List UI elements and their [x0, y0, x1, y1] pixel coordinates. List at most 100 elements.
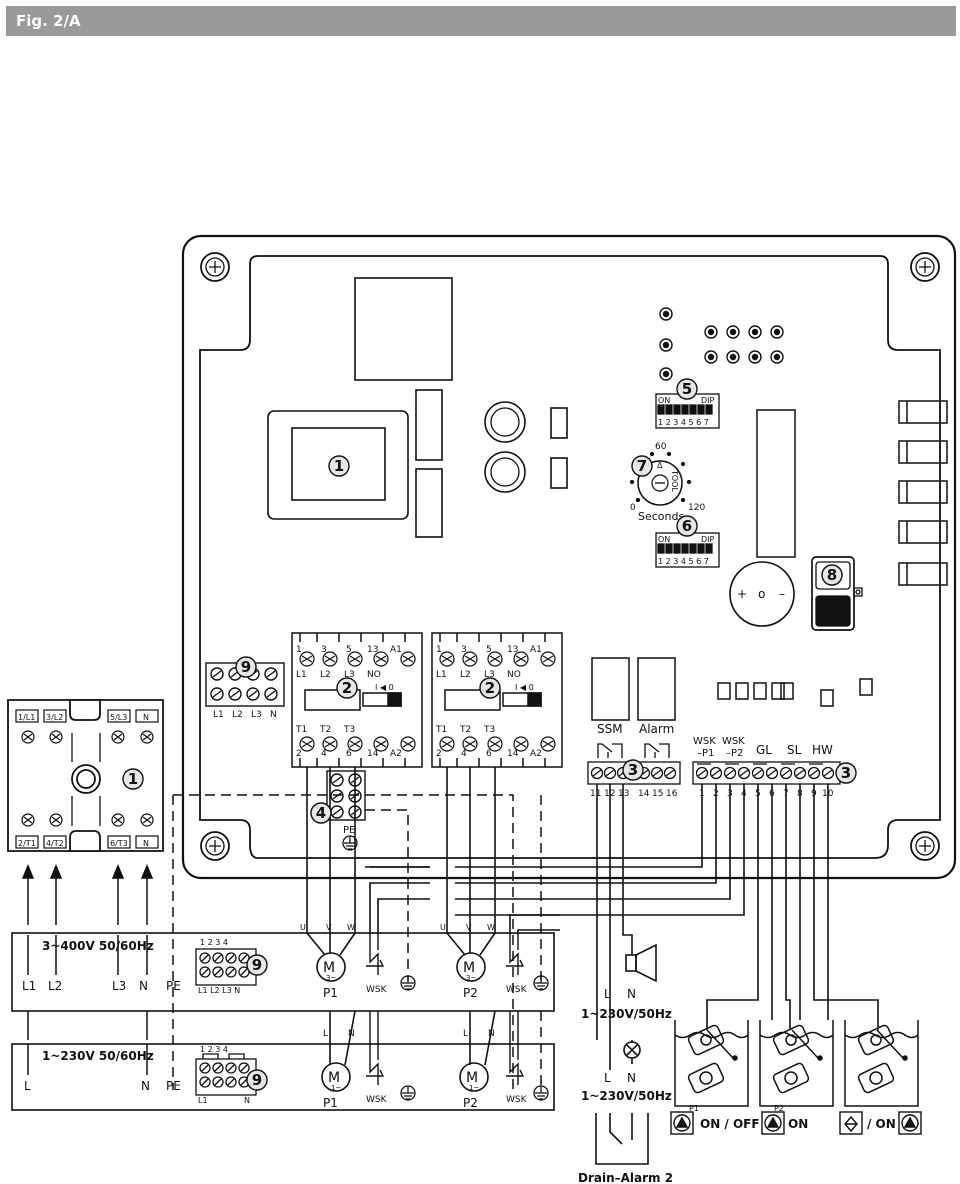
relay-num-14: 14	[638, 789, 650, 799]
cable-bundle	[365, 784, 745, 1040]
wsk-p1-1ph-symbol	[366, 1011, 385, 1085]
p2-3ph-phase: 3~	[466, 974, 476, 982]
p2-u: U	[440, 923, 446, 932]
screw-bottom-left	[200, 831, 230, 861]
supply-1ph-pe: PE	[166, 1079, 181, 1093]
pump-icon-both	[898, 1111, 922, 1135]
dip1-numbers: 1 2 3 4 5 6 7	[658, 418, 709, 427]
c1-lbl-l2: L2	[320, 670, 331, 680]
callout-2b-text: 2	[485, 679, 495, 697]
callout-1b-text: 1	[128, 770, 138, 788]
wsk-p1-label-a: WSK	[693, 736, 716, 747]
c2-switch: I ◀ 0	[515, 683, 534, 692]
ms-bot-6t3: 6/T3	[110, 839, 128, 848]
supply-1ph-n: N	[141, 1079, 150, 1093]
callout-2-text: 2	[342, 679, 352, 697]
c2-lbl-no: NO	[507, 670, 521, 680]
callout-9-mains	[235, 656, 257, 678]
p2-1ph-l: L	[463, 1029, 468, 1039]
c1-bot-14: 14	[367, 749, 379, 759]
pe-label: PE	[343, 825, 355, 836]
reset-switch[interactable]	[811, 556, 863, 631]
wsk-p1-3ph-label: WSK	[366, 985, 388, 995]
callout-6-text: 6	[682, 517, 692, 535]
dip-switch-1[interactable]	[655, 393, 720, 429]
mains-lbl-n: N	[270, 710, 277, 720]
knob-bottom	[484, 451, 526, 493]
p2-v: V	[466, 923, 472, 932]
c1-bot-a2: A2	[390, 749, 402, 759]
callout-9-3ph	[246, 954, 268, 976]
dip2-numbers: 1 2 3 4 5 6 7	[658, 557, 709, 566]
p2-3ph-m: M	[463, 960, 475, 976]
c1-top-13: 13	[367, 645, 378, 655]
dip1-dip-label: DIP	[701, 396, 715, 405]
wsk-p2-3ph-symbol	[506, 933, 525, 975]
dip1-on-label: ON	[658, 396, 670, 405]
tb3ph-labels: L1 L2 L3 N	[198, 986, 240, 995]
c1-lbl-no: NO	[367, 670, 381, 680]
c2-top-1: 1	[436, 645, 442, 655]
supply-3ph-l1: L1	[22, 979, 36, 993]
motor-wires-p1	[306, 767, 356, 933]
wsk-p2-1ph-symbol	[506, 1011, 525, 1085]
motor-wires-p2	[446, 767, 496, 933]
c1-bot-6: 6	[346, 749, 352, 759]
float-tank-3	[844, 1020, 919, 1107]
lamp-icon	[623, 1040, 641, 1064]
ms-top-3l2: 3/L2	[46, 713, 63, 722]
p1-1ph-label: P1	[323, 1096, 338, 1110]
c2-lbl-l2: L2	[460, 670, 471, 680]
wsk-p2-1ph-label: WSK	[506, 1095, 528, 1105]
p1-3ph-m: M	[323, 960, 335, 976]
callout-5-text: 5	[682, 380, 692, 398]
legend-p1: P1	[689, 1104, 699, 1113]
p1-3ph-label: P1	[323, 986, 338, 1000]
ms-top-1l1: 1/L1	[18, 713, 35, 722]
alarm-contact-symbol	[644, 743, 670, 758]
input-terminal-block	[692, 761, 841, 785]
p2-1ph-phase: 1~	[469, 1084, 479, 1092]
callout-7-text: 7	[637, 457, 647, 475]
c1-lbl-t1: T1	[295, 725, 307, 735]
alarm-out-n: N	[627, 987, 636, 1001]
screw-bottom-right	[910, 831, 940, 861]
fuse-top	[415, 389, 443, 461]
c2-lbl-l1: L1	[436, 670, 447, 680]
c1-top-3: 3	[321, 645, 327, 655]
wsk-p1-3ph-symbol	[366, 933, 385, 975]
float-wires	[706, 784, 879, 1030]
c2-bot-14: 14	[507, 749, 519, 759]
led-column	[659, 307, 673, 381]
supply-1ph-title: 1~230V 50/60Hz	[42, 1049, 154, 1063]
ms-bot-4t2: 4/T2	[46, 839, 64, 848]
relay-slot-top	[550, 407, 568, 439]
callout-3-text: 3	[628, 761, 638, 779]
c2-top-a1: A1	[530, 645, 542, 655]
timer-60: 60	[655, 442, 667, 452]
c1-bot-2: 2	[296, 749, 302, 759]
alarm-out-voltage-2: 1~230V/50Hz	[581, 1089, 672, 1103]
c2-lbl-l3: L3	[484, 670, 495, 680]
relay-num-11: 11	[590, 789, 601, 799]
c1-top-a1: A1	[390, 645, 402, 655]
legend-slash-on: / ON	[867, 1117, 896, 1131]
callout-9b-text: 9	[252, 956, 262, 974]
ssm-contact-symbol	[597, 743, 623, 758]
c2-top-13: 13	[507, 645, 518, 655]
callout-4-text: 4	[316, 804, 326, 822]
figure-title: Fig. 2/A	[16, 12, 81, 30]
figure-header: Fig. 2/A	[6, 6, 956, 36]
callout-9c-text: 9	[252, 1071, 262, 1089]
p1-1ph-l: L	[323, 1029, 328, 1039]
alarm-out-l: L	[604, 987, 611, 1001]
p1-1ph-phase: 1~	[331, 1084, 341, 1092]
pe-dashed-lines	[172, 794, 542, 1090]
earth-icon-p1-3ph	[400, 975, 416, 991]
drain-alarm-contact	[595, 1113, 649, 1165]
terminal-block-3ph	[195, 948, 257, 986]
p2-1ph-m: M	[466, 1070, 478, 1086]
c2-lbl-t2: T2	[459, 725, 471, 735]
callout-3-relays	[622, 759, 644, 781]
screw-top-right	[910, 252, 940, 282]
